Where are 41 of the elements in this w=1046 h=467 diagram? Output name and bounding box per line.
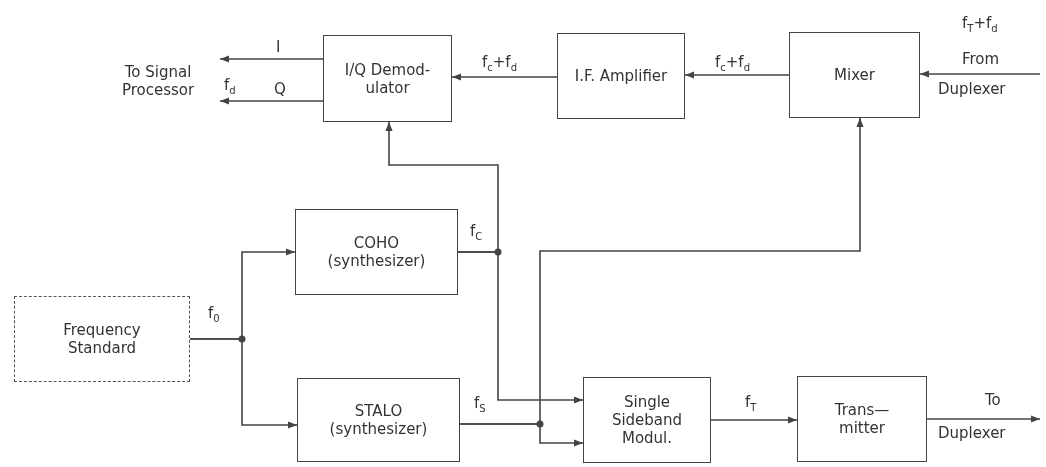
edge-label: f$_{T}$ [745, 393, 757, 414]
block-box [557, 33, 685, 119]
block-label: Single Sideband Modul. [610, 393, 684, 447]
signal-label: Duplexer [938, 424, 1006, 442]
block-label: COHO (synthesizer) [326, 234, 427, 270]
arrow [919, 70, 1041, 78]
destination-text: To Signal Processor [120, 63, 196, 99]
signal-label: f$_{S}$ [474, 394, 486, 415]
arrow [710, 416, 798, 424]
block-label: I/Q Demod- ulator [343, 60, 432, 97]
block-box [14, 296, 190, 382]
block-label: I.F. Amplifier [574, 67, 668, 85]
block-box [789, 32, 920, 118]
block-label: Mixer [834, 66, 875, 84]
signal-label: Duplexer [938, 80, 1006, 98]
arrow [457, 251, 584, 404]
block-box [297, 378, 460, 462]
block-box [797, 376, 927, 462]
signal-label: From [962, 50, 1000, 68]
block-label: Trans— mitter [833, 401, 891, 437]
signal-label: f$_{0}$ [208, 304, 220, 325]
block-box [323, 35, 452, 122]
block-box [583, 377, 711, 463]
signal-label: f$_{d}$ [224, 76, 236, 97]
arrow [189, 338, 298, 429]
signal-label: To [985, 391, 1001, 409]
signal-label: f$_{C}$ [470, 222, 483, 243]
edge-label: f$_{c}$+f$_{d}$ [715, 53, 750, 74]
arrow [219, 97, 324, 105]
arrow [926, 415, 1041, 423]
arrow [219, 55, 324, 63]
arrow [684, 71, 790, 79]
block-label: STALO (synthesizer) [328, 402, 429, 438]
signal-label: f$_{T}$+f$_{d}$ [962, 14, 998, 35]
arrow [451, 73, 558, 81]
arrow [459, 117, 864, 425]
edge-label: f$_{c}$+f$_{d}$ [482, 53, 517, 74]
block-label: Frequency Standard [62, 321, 142, 357]
edge-label: I [276, 38, 281, 56]
block-box [295, 209, 458, 295]
edge-label: Q [274, 80, 286, 98]
